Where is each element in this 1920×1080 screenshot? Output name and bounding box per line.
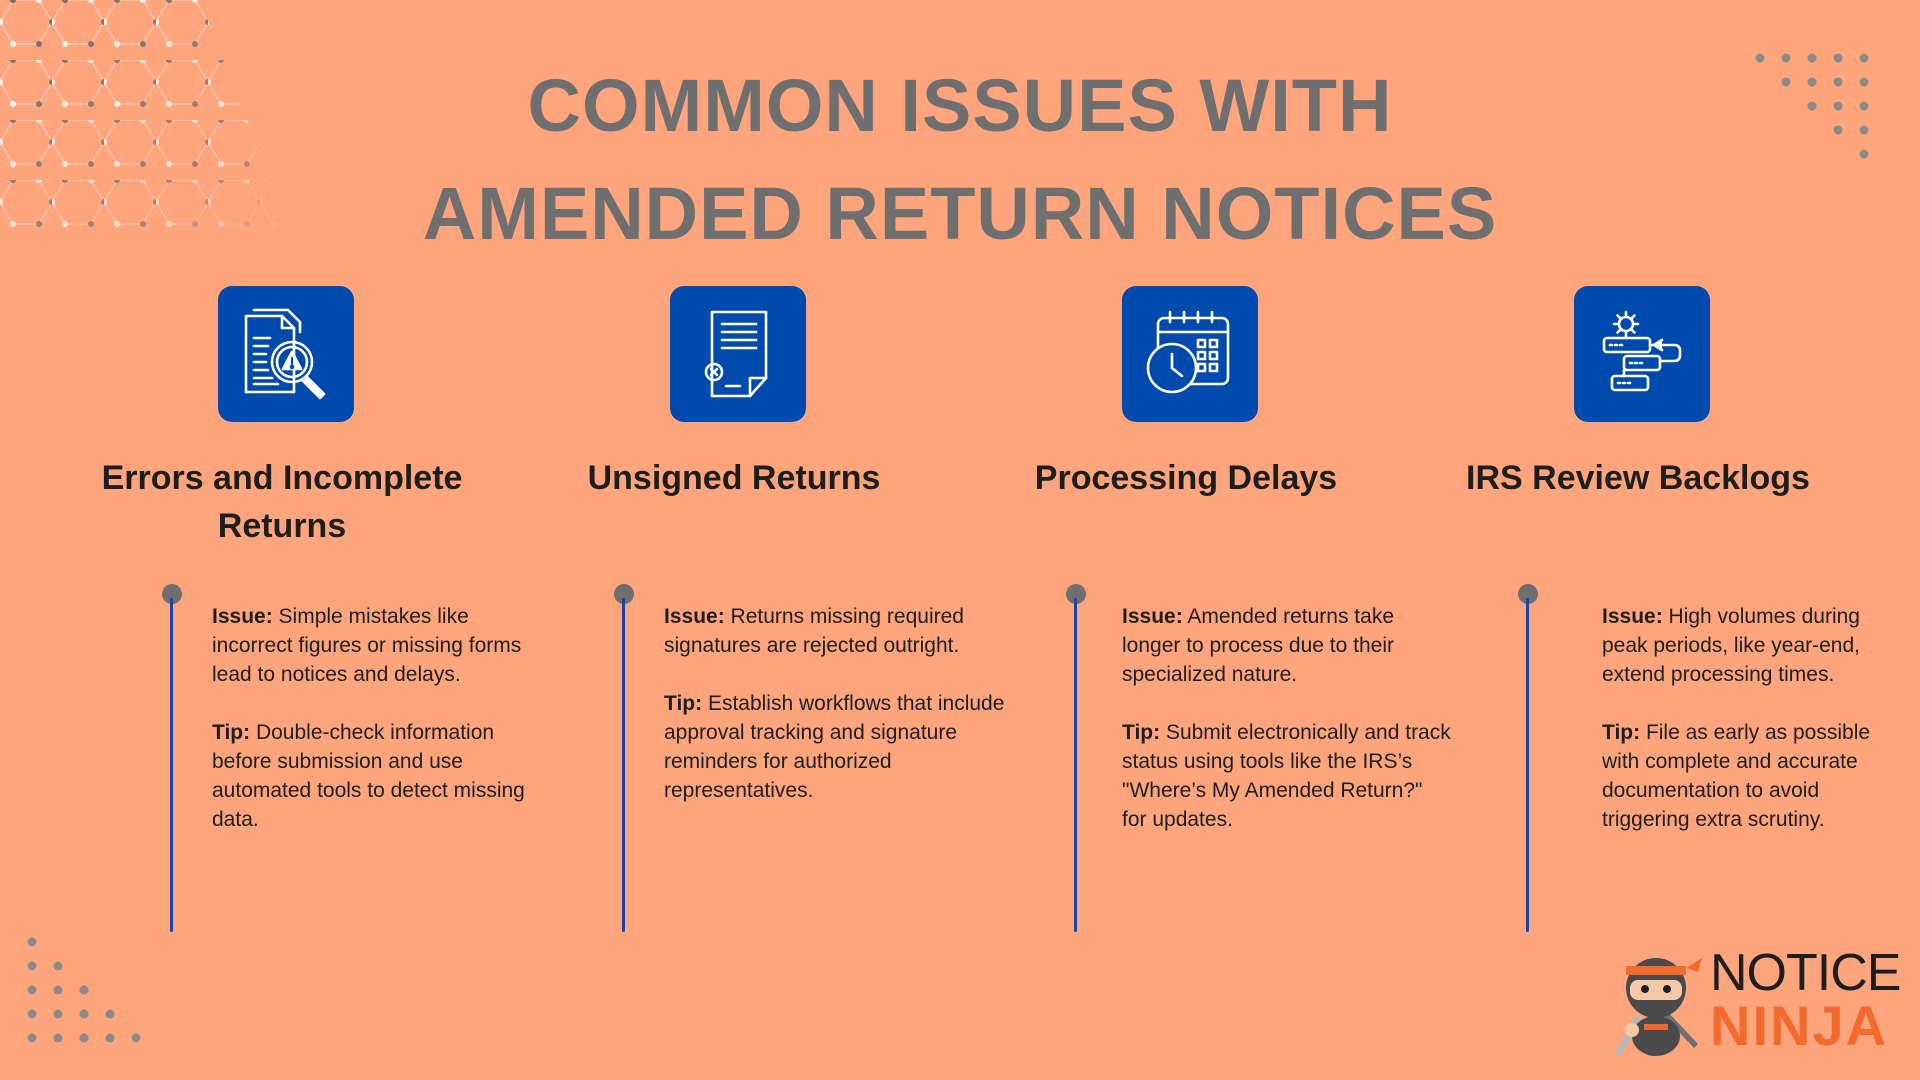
timeline-marker <box>1518 584 1538 934</box>
timeline-dot <box>1066 584 1086 604</box>
timeline-line <box>170 598 173 932</box>
issue-label: Issue: <box>1602 605 1663 628</box>
issue-paragraph: Issue: Simple mistakes like incorrect fi… <box>212 602 542 689</box>
issue-label: Issue: <box>212 605 273 628</box>
dot-grid-decoration-bottom <box>27 937 141 1043</box>
tip-text: Establish workflows that include approva… <box>664 692 1005 802</box>
issue-text: Simple mistakes like incorrect figures o… <box>212 605 522 686</box>
timeline-dot <box>162 584 182 604</box>
ninja-mascot-icon <box>1614 958 1702 1056</box>
timeline-marker <box>614 584 634 934</box>
tip-paragraph: Tip: File as early as possible with comp… <box>1602 718 1902 834</box>
issue-text: High volumes during peak periods, like y… <box>1602 605 1860 686</box>
card-title: IRS Review Backlogs <box>1466 459 1810 497</box>
notice-ninja-logo: NOTICE NINJA <box>1606 944 1901 1059</box>
hex-network-decoration <box>0 0 300 240</box>
tip-text: Submit electronically and track status u… <box>1122 721 1451 831</box>
issue-text: Returns missing required signatures are … <box>664 605 964 657</box>
logo-text-ninja: NINJA <box>1710 994 1889 1057</box>
tip-paragraph: Tip: Submit electronically and track sta… <box>1122 718 1452 834</box>
timeline-marker <box>162 584 182 934</box>
card-title: Errors and Incomplete Returns <box>101 459 463 545</box>
card-body: Issue: Returns missing required signatur… <box>664 602 1009 834</box>
timeline-dot <box>1518 584 1538 604</box>
tip-label: Tip: <box>212 721 251 744</box>
tip-label: Tip: <box>1602 721 1641 744</box>
issue-label: Issue: <box>1122 605 1183 628</box>
page-title-line2: AMENDED RETURN NOTICES <box>422 172 1498 255</box>
timeline-marker <box>1066 584 1086 934</box>
card-title: Processing Delays <box>1034 459 1338 497</box>
tip-label: Tip: <box>1122 721 1161 744</box>
issue-text: Amended returns take longer to process d… <box>1122 605 1394 686</box>
workflow-gear-icon <box>1574 286 1710 422</box>
timeline-line <box>1074 598 1077 932</box>
calendar-clock-icon <box>1122 286 1258 422</box>
timeline-line <box>622 598 625 932</box>
unsigned-document-icon <box>670 286 806 422</box>
page-title: COMMON ISSUES WITH AMENDED RETURN NOTICE… <box>0 52 1920 268</box>
document-warning-magnifier-icon <box>218 286 354 422</box>
card-body: Issue: High volumes during peak periods,… <box>1602 602 1902 863</box>
logo-text-notice: NOTICE <box>1710 944 1901 1002</box>
card-body: Issue: Simple mistakes like incorrect fi… <box>212 602 542 863</box>
issue-label: Issue: <box>664 605 725 628</box>
timeline-dot <box>614 584 634 604</box>
card-title: Unsigned Returns <box>587 459 881 497</box>
issue-paragraph: Issue: Returns missing required signatur… <box>664 602 1009 660</box>
timeline-line <box>1526 598 1529 932</box>
card-body: Issue: Amended returns take longer to pr… <box>1122 602 1452 863</box>
issue-paragraph: Issue: High volumes during peak periods,… <box>1602 602 1902 689</box>
dot-grid-decoration-top <box>1755 53 1869 159</box>
tip-label: Tip: <box>664 692 703 715</box>
tip-paragraph: Tip: Double-check information before sub… <box>212 718 542 834</box>
tip-paragraph: Tip: Establish workflows that include ap… <box>664 689 1009 805</box>
page-title-line1: COMMON ISSUES WITH <box>527 64 1393 147</box>
tip-text: Double-check information before submissi… <box>212 721 525 831</box>
tip-text: File as early as possible with complete … <box>1602 721 1871 831</box>
issue-paragraph: Issue: Amended returns take longer to pr… <box>1122 602 1452 689</box>
